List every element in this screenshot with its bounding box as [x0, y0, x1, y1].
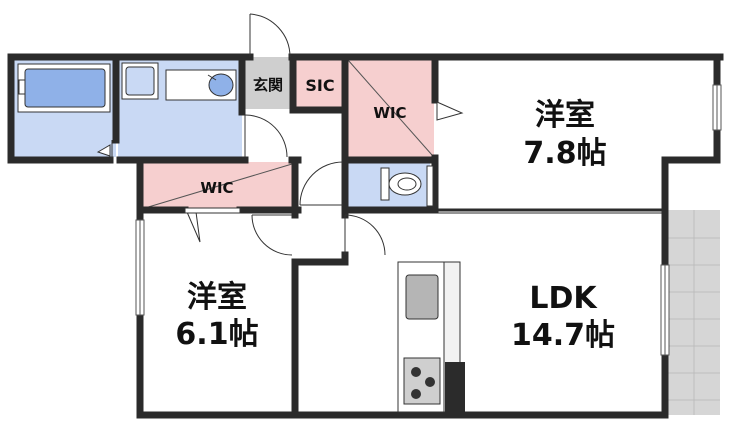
- ldk-size: 14.7帖: [511, 318, 615, 353]
- bedroom1-name: 洋室: [535, 98, 595, 133]
- doors: [96, 13, 464, 256]
- windows: [135, 84, 722, 356]
- kitchen-counter: [397, 261, 465, 414]
- sliding-door: [438, 208, 662, 214]
- sic-label: SIC: [305, 76, 334, 95]
- bedroom1-size: 7.8帖: [523, 136, 606, 171]
- bedroom2-size: 6.1帖: [175, 317, 258, 352]
- wic-lower-label: WIC: [200, 179, 233, 197]
- bathtub: [17, 63, 111, 113]
- bedroom2-name: 洋室: [187, 280, 247, 315]
- wic-upper-label: WIC: [373, 104, 406, 122]
- walls: [7, 53, 724, 419]
- ldk-name: LDK: [529, 281, 598, 316]
- entrance-label: 玄関: [253, 76, 283, 94]
- sic-floor: [292, 57, 344, 109]
- wic-lower-diagonal: [144, 163, 293, 209]
- washing-machine: [121, 62, 159, 100]
- balcony-grid: [668, 210, 720, 415]
- entrance-floor: [244, 57, 292, 109]
- toilet: [380, 165, 434, 207]
- wash-basin: [165, 69, 237, 101]
- wic-upper-diagonal: [347, 59, 433, 156]
